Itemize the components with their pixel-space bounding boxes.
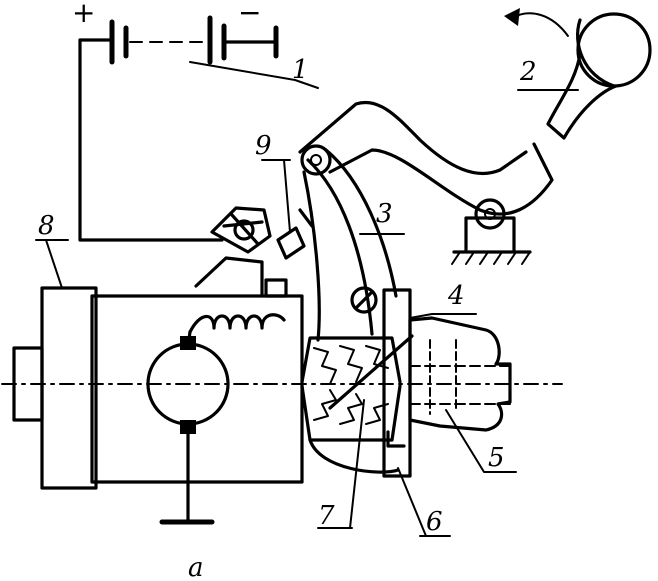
shift-fork: 3	[298, 144, 405, 342]
pivot-bracket	[464, 216, 516, 252]
leader-line-4	[409, 313, 477, 319]
end-cap-8	[40, 286, 98, 490]
fork-arm-outer-2	[324, 148, 398, 298]
figure-caption: a	[188, 553, 204, 581]
label-5: 5	[488, 443, 505, 473]
label-2: 2	[519, 57, 537, 87]
battery-circuit: + − 1	[72, 0, 319, 242]
field-winding	[188, 313, 286, 334]
solenoid-contacts: 9	[210, 131, 306, 260]
label-6: 6	[426, 507, 443, 537]
terminal-post	[264, 278, 288, 298]
leader-line-9	[283, 159, 291, 233]
drive-assembly: 7 6	[300, 288, 451, 537]
linkage-upper	[298, 100, 528, 176]
solenoid-bracket	[194, 256, 264, 298]
leader-line-7	[349, 399, 365, 529]
fork-arm-outer	[306, 158, 374, 336]
clutch-diagonal	[328, 334, 414, 410]
fork-pivot	[300, 144, 332, 176]
pedal: 2	[504, 8, 652, 140]
fork-arm-inner	[302, 170, 321, 342]
ground-hatching	[451, 251, 531, 265]
label-8: 8	[38, 211, 55, 241]
positive-wire	[78, 38, 224, 242]
linkage-pivot	[474, 198, 506, 230]
clutch-rim	[308, 438, 400, 474]
pedal-pad	[576, 12, 652, 88]
label-9: 9	[255, 131, 272, 161]
brush-top	[180, 336, 196, 350]
leader-line-8	[45, 239, 63, 289]
label-4: 4	[447, 281, 465, 311]
minus-terminal-sign: −	[238, 0, 261, 29]
motor-body	[90, 294, 304, 484]
label-7: 7	[318, 501, 335, 531]
pinion-gear: 4 5	[408, 281, 517, 473]
linkage-lower	[328, 142, 554, 216]
brush-bottom	[180, 420, 196, 434]
fork-pin	[350, 286, 378, 314]
control-linkage	[298, 100, 554, 265]
leader-line-6	[397, 467, 427, 537]
label-3: 3	[376, 199, 393, 229]
plus-terminal-sign: +	[72, 0, 95, 29]
motor-housing: 8	[12, 211, 304, 525]
pedal-arm	[546, 52, 618, 140]
leader-line-5	[445, 409, 517, 473]
contact-terminal	[210, 206, 272, 254]
arrow-head	[504, 8, 520, 26]
rotation-arrow	[511, 12, 569, 37]
pinion-housing	[408, 316, 512, 432]
label-1: 1	[292, 55, 309, 85]
leader-line-1	[189, 61, 319, 89]
clutch-spring	[313, 345, 389, 385]
moving-contact	[276, 226, 306, 260]
